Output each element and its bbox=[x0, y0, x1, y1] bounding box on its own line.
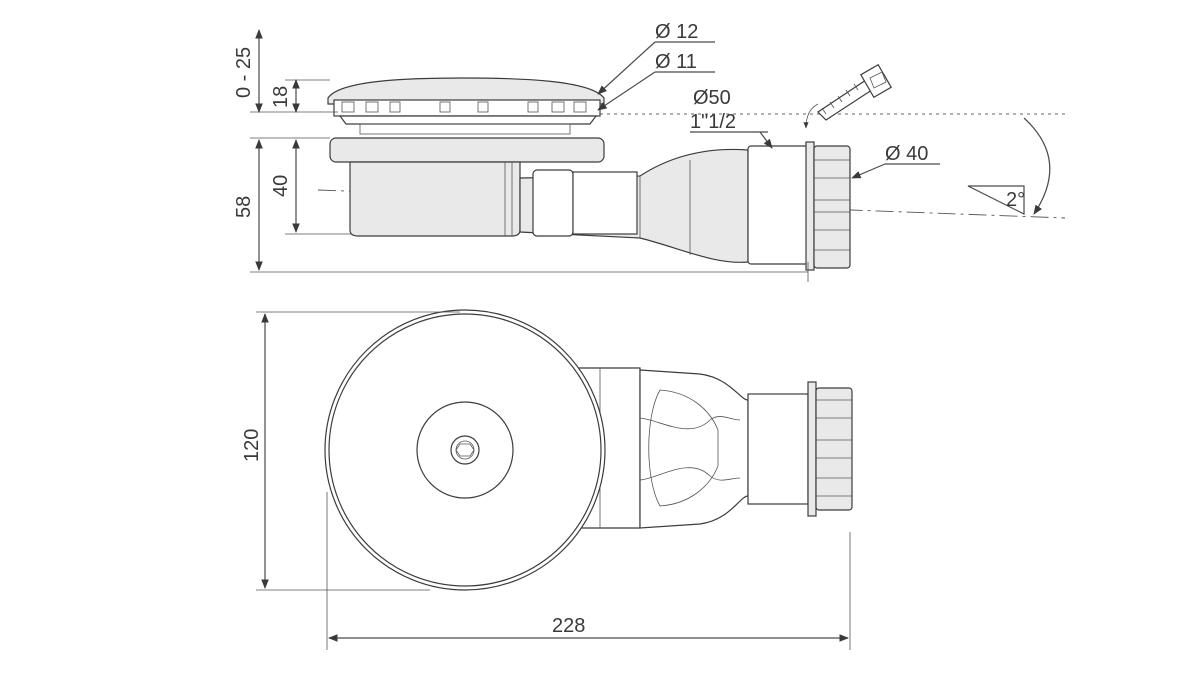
drain-body bbox=[349, 161, 521, 237]
label-pipe-diameter: Ø 40 bbox=[885, 143, 928, 165]
label-cover-width: Ø 12 bbox=[655, 21, 698, 43]
label-outlet-diameter: Ø50 bbox=[693, 87, 731, 109]
cover-slots bbox=[333, 99, 601, 117]
pipe-coupling-top bbox=[815, 387, 853, 511]
outlet-nut bbox=[747, 145, 809, 265]
label-outlet-thread: 1"1/2 bbox=[690, 111, 736, 133]
saw-icon bbox=[803, 63, 892, 129]
dim-body-height: 40 bbox=[270, 175, 292, 197]
dim-cover-height: 18 bbox=[270, 86, 292, 108]
dim-length: 228 bbox=[552, 615, 585, 637]
top-view: 120 228 bbox=[241, 309, 853, 650]
slope-indicator: 2° bbox=[967, 117, 1051, 215]
pipe-coupling bbox=[813, 145, 851, 269]
center-screw bbox=[450, 435, 480, 465]
dim-adjust-range: 0 - 25 bbox=[233, 47, 255, 98]
drain-flange bbox=[329, 137, 605, 163]
siphon-hose bbox=[639, 369, 749, 529]
side-view: 0 - 25 18 40 58 Ø 12 Ø 11 Ø50 1"1/2 Ø 40… bbox=[233, 21, 1066, 282]
label-cover-inner: Ø 11 bbox=[655, 51, 697, 73]
dim-total-height: 58 bbox=[233, 196, 255, 218]
outlet-nut-top bbox=[747, 393, 809, 505]
label-slope: 2° bbox=[1006, 189, 1025, 211]
dim-width: 120 bbox=[241, 429, 263, 462]
